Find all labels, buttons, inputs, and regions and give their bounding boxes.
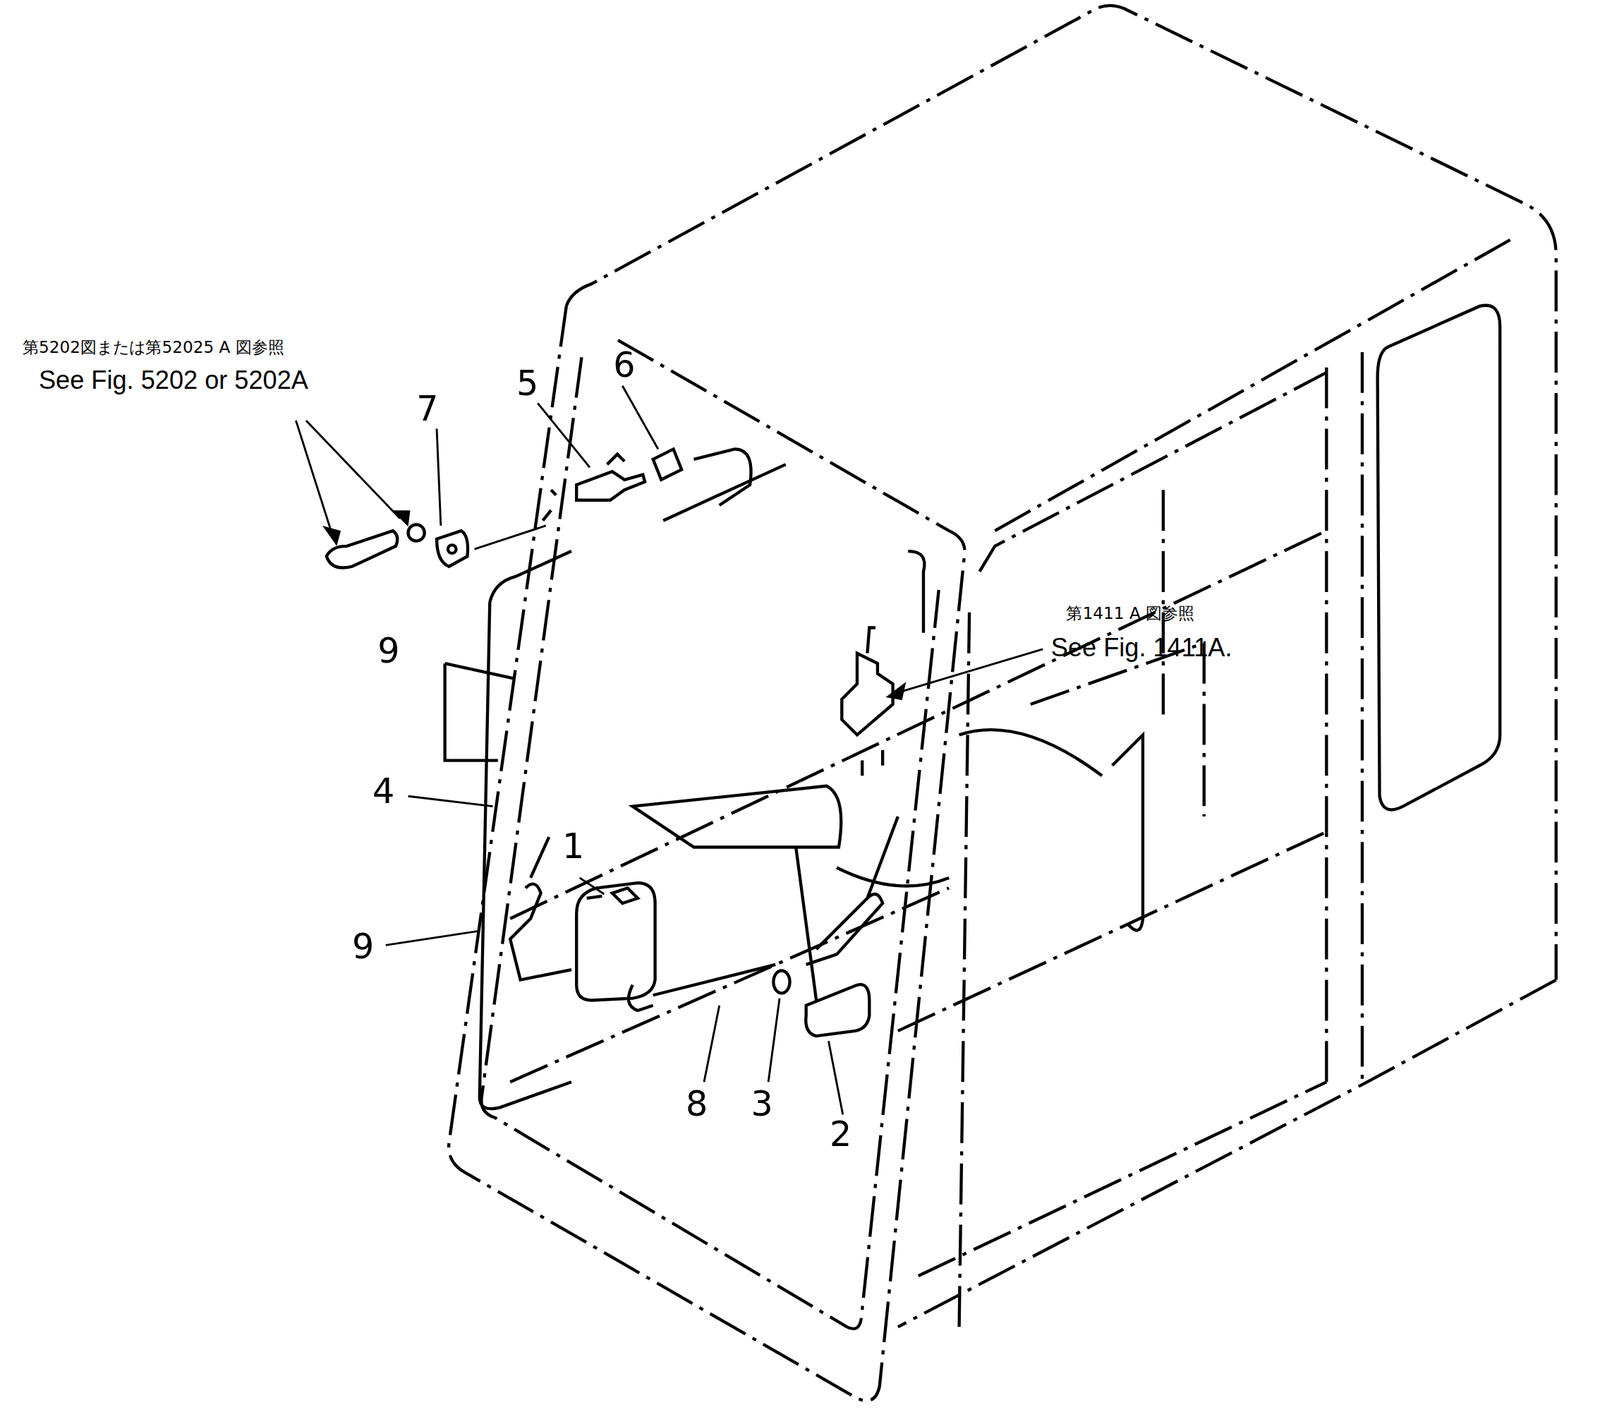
callout-number: 1 [562, 828, 585, 863]
callout-number: 9 [352, 928, 374, 963]
callout-number: 2 [829, 1116, 852, 1151]
callout-number: 9 [377, 632, 400, 668]
callout-number: 8 [685, 1085, 708, 1121]
callout-number: 6 [613, 347, 635, 382]
cross-reference-note: See Fig. 1411A. [1051, 634, 1233, 661]
callout-number: 3 [751, 1085, 774, 1121]
cross-reference-note: See Fig. 5202 or 5202A [38, 367, 309, 393]
callout-number: 7 [416, 390, 439, 426]
cross-reference-note: 第5202図または第52025 A 図参照 [22, 340, 285, 357]
callout-number: 4 [372, 773, 395, 808]
callout-number: 5 [516, 365, 539, 400]
cross-reference-note: 第1411 A 図参照 [1065, 605, 1195, 622]
